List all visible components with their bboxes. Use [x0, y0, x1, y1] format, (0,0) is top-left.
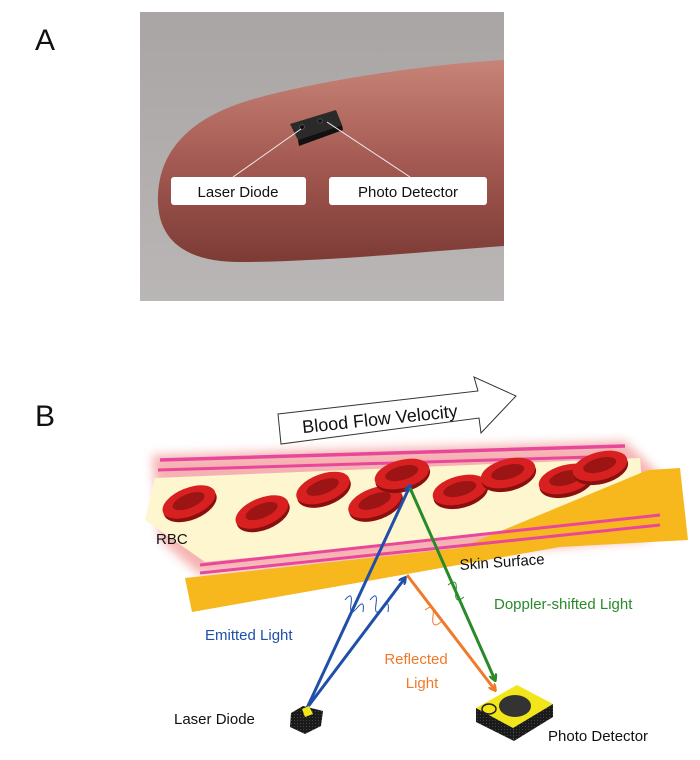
sensor-chip	[290, 110, 343, 146]
emitted-light-label: Emitted Light	[205, 627, 293, 644]
rbc-cell	[374, 458, 431, 494]
rbc-cell	[235, 495, 290, 533]
callout-photo-detector: Photo Detector	[329, 177, 487, 205]
rbc-cell	[572, 450, 629, 486]
reflected-light-ray	[405, 574, 495, 690]
rbc-cell	[432, 474, 489, 510]
doppler-light-ray	[408, 487, 495, 680]
photo-detector-label: Photo Detector	[548, 728, 648, 745]
rbc-cell	[348, 485, 403, 522]
finger-photo: Laser Diode Photo Detector	[140, 12, 504, 301]
reflected-light-label-line1: Reflected	[384, 651, 447, 668]
laser-diode-component	[290, 706, 323, 734]
photo-detector-component	[476, 685, 553, 741]
doppler-light-label: Doppler-shifted Light	[494, 596, 633, 613]
laser-diode-label: Laser Diode	[174, 711, 255, 728]
callout-laser-diode-label: Laser Diode	[198, 184, 279, 201]
callout-laser-diode: Laser Diode	[171, 177, 306, 205]
panel-a-letter: A	[35, 24, 56, 57]
rbc-cell	[162, 485, 217, 523]
rbc-cell	[296, 471, 351, 508]
skin-layer	[185, 468, 688, 612]
blood-flow-arrow: Blood Flow Velocity	[277, 376, 517, 445]
reflected-light-label-line2: Light	[406, 675, 439, 692]
callout-photo-detector-label: Photo Detector	[358, 184, 458, 201]
panel-b-letter: B	[35, 400, 56, 433]
skin-surface-label: Skin Surface	[459, 551, 545, 574]
emitted-light-rays	[305, 486, 410, 709]
rbc-label: RBC	[156, 531, 188, 548]
rbc-group	[162, 450, 629, 533]
rbc-cell	[480, 457, 537, 493]
